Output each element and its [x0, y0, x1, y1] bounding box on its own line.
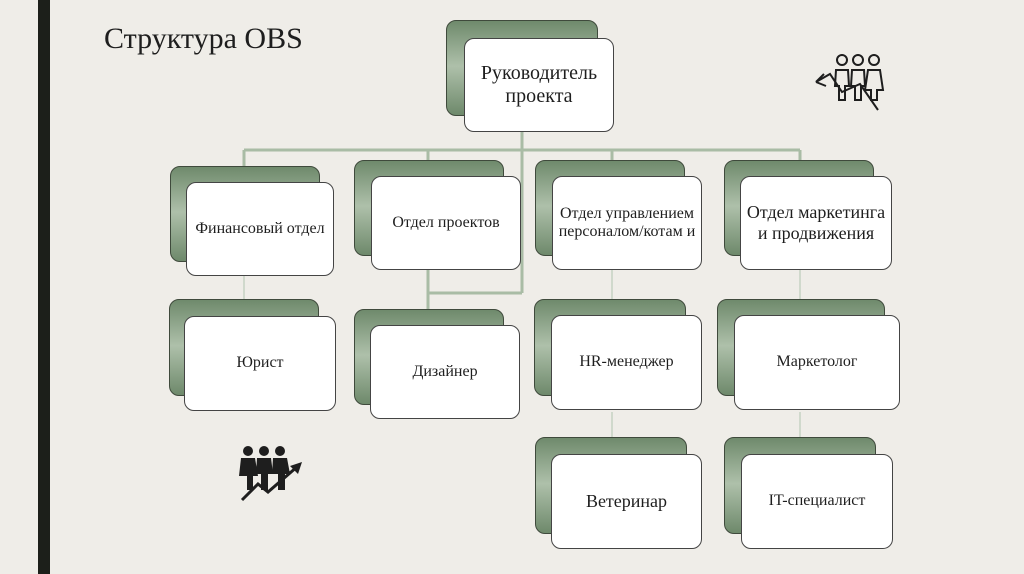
people-growth-icon	[815, 54, 885, 111]
node-designer-label: Дизайнер	[370, 325, 520, 419]
node-hr-dept-label: Отдел управлением персоналом/котам и	[552, 176, 702, 270]
node-finance-label: Финансовый отдел	[186, 182, 334, 276]
node-marketing-dept-label: Отдел маркетинга и продвижения	[740, 176, 892, 270]
node-it-label: IT-специалист	[741, 454, 893, 549]
left-accent-bar	[38, 0, 50, 574]
page-title: Структура OBS	[104, 22, 303, 55]
node-hr-manager-label: HR-менеджер	[551, 315, 702, 410]
people-growth-icon	[239, 446, 302, 502]
node-vet-label: Ветеринар	[551, 454, 702, 549]
node-marketer-label: Маркетолог	[734, 315, 900, 410]
node-root-label: Руководитель проекта	[464, 38, 614, 132]
node-lawyer-label: Юрист	[184, 316, 336, 411]
node-projects-label: Отдел проектов	[371, 176, 521, 270]
